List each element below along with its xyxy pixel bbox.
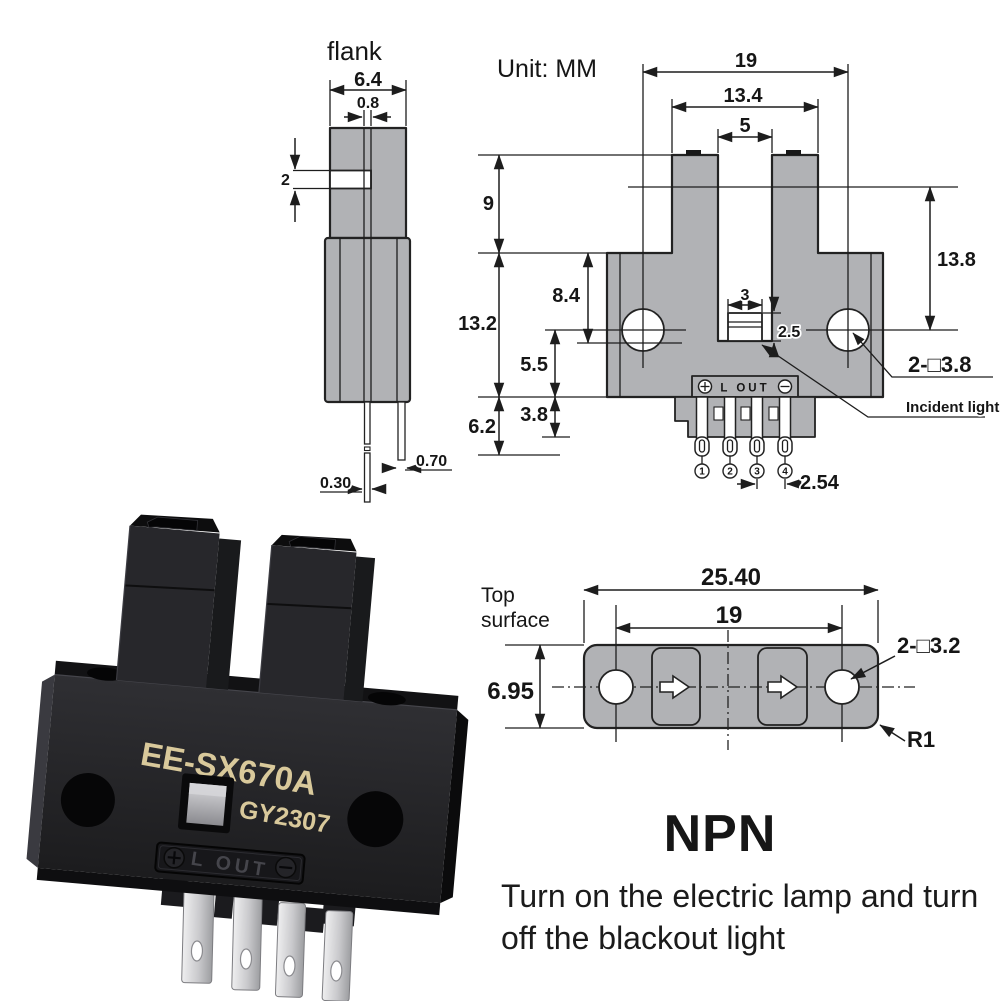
dim-shoulder: 3.8 [518, 396, 570, 438]
top-view-title-line2: surface [481, 608, 550, 632]
svg-text:2-□3.2: 2-□3.2 [897, 633, 960, 658]
dim-arm-height-label: 9 [483, 193, 494, 215]
svg-text:19: 19 [735, 50, 757, 72]
side-view-title: flank [327, 36, 382, 66]
pin-number-4: 4 [782, 467, 788, 478]
top-view-title-line1: Top [481, 584, 515, 607]
left-tower [115, 514, 242, 690]
dim-top-depth: 6.95 [486, 644, 584, 729]
svg-text:6.4: 6.4 [354, 69, 383, 91]
arm-top-boss [786, 150, 801, 155]
svg-text:2.54: 2.54 [800, 472, 840, 494]
callout-corner-radius: R1 [879, 724, 937, 754]
unit-note: Unit: MM [497, 55, 597, 83]
dim-window-width: 3 [727, 285, 763, 312]
top-hole-left [598, 669, 634, 705]
indicator-window [177, 773, 235, 834]
pin-number-3: 3 [754, 467, 760, 478]
photo-terminal-pins [181, 885, 354, 1001]
svg-text:5.5: 5.5 [520, 354, 548, 376]
svg-text:2-□3.8: 2-□3.8 [908, 352, 971, 377]
dim-slit-width: 0.8 [344, 93, 391, 126]
product-photo: EE-SX670A GY2307 L OUT [26, 514, 469, 1001]
svg-text:2: 2 [281, 172, 290, 189]
front-view-drawing: L OUT [456, 48, 1001, 496]
photo-hole-right [347, 791, 404, 848]
dim-left-chain: 9 13.2 6.2 [456, 154, 672, 456]
svg-text:6.95: 6.95 [487, 678, 534, 705]
top-view-drawing: 25.40 19 6.95 2-□3.2 R1 [486, 562, 963, 754]
terminal-plate-label: L OUT [720, 383, 769, 395]
photo-hole-left [60, 773, 115, 828]
callout-top-holes: 2-□3.2 [850, 631, 962, 680]
photo-terminal-plate: L OUT [154, 841, 306, 885]
output-description-line2: off the blackout light [501, 919, 786, 956]
svg-text:3.8: 3.8 [520, 404, 548, 426]
arm-top-boss [686, 150, 701, 155]
svg-text:8.4: 8.4 [552, 285, 581, 307]
pin-number-1: 1 [699, 467, 705, 478]
front-view-body [605, 153, 885, 399]
dim-lead-front-width: 0.30 [318, 473, 387, 495]
lead-front [363, 401, 371, 445]
svg-text:3: 3 [741, 287, 750, 304]
output-description: Turn on the electric lamp and turn off t… [501, 876, 978, 959]
dim-window-top: 8.4 [550, 252, 682, 344]
sensor-base [37, 674, 458, 904]
svg-text:0.70: 0.70 [416, 453, 447, 470]
dim-body-height-label: 13.2 [458, 313, 497, 335]
pin-number-2: 2 [727, 467, 733, 478]
svg-text:0.8: 0.8 [357, 95, 379, 112]
top-countersink-right [367, 692, 406, 706]
side-view-notch [329, 169, 372, 190]
svg-text:5: 5 [739, 115, 750, 137]
dim-side-width: 6.4 [329, 67, 407, 126]
svg-text:25.40: 25.40 [701, 564, 761, 591]
dim-hole-bottom: 5.5 [518, 329, 561, 398]
dim-slot-width: 5 [717, 113, 773, 153]
lead-back [397, 401, 406, 461]
side-view-drawing: 6.4 0.8 2 0.30 0.70 [279, 67, 452, 503]
svg-text:Incident light: Incident light [906, 399, 999, 416]
dim-notch-height: 2 [279, 138, 301, 222]
svg-text:2.5: 2.5 [778, 324, 800, 341]
dim-terminal-pitch: 2.54 [737, 470, 842, 496]
svg-text:R1: R1 [907, 727, 935, 752]
callout-incident-light: Incident light [761, 344, 1001, 418]
output-description-line1: Turn on the electric lamp and turn [501, 878, 979, 914]
dim-top-width: 25.40 [583, 562, 879, 643]
callout-mounting-holes: 2-□3.8 [852, 332, 993, 379]
tower-boss [288, 536, 336, 551]
dim-terminals-label: 6.2 [468, 416, 496, 438]
top-view-title: Top surface [481, 584, 550, 634]
svg-text:0.30: 0.30 [320, 475, 351, 492]
svg-text:13.4: 13.4 [724, 85, 764, 107]
dim-arms-width: 13.4 [671, 83, 819, 153]
svg-text:13.8: 13.8 [937, 249, 976, 271]
output-type-heading: NPN [663, 805, 777, 863]
dim-hole-depth: 13.8 [924, 186, 978, 331]
svg-text:19: 19 [716, 602, 743, 629]
tower-boss [146, 516, 199, 531]
dim-top-hole-pitch: 19 [615, 600, 843, 634]
top-countersink-left [87, 667, 125, 681]
top-hole-right [824, 669, 860, 705]
right-tower [258, 534, 376, 702]
direction-arrow-icon [767, 674, 799, 700]
dim-lead-back-width: 0.70 [381, 451, 452, 474]
direction-arrow-icon [659, 674, 691, 700]
dim-hole-pitch: 19 [642, 48, 849, 78]
pin-number-callouts: 1 2 3 4 [694, 456, 793, 479]
